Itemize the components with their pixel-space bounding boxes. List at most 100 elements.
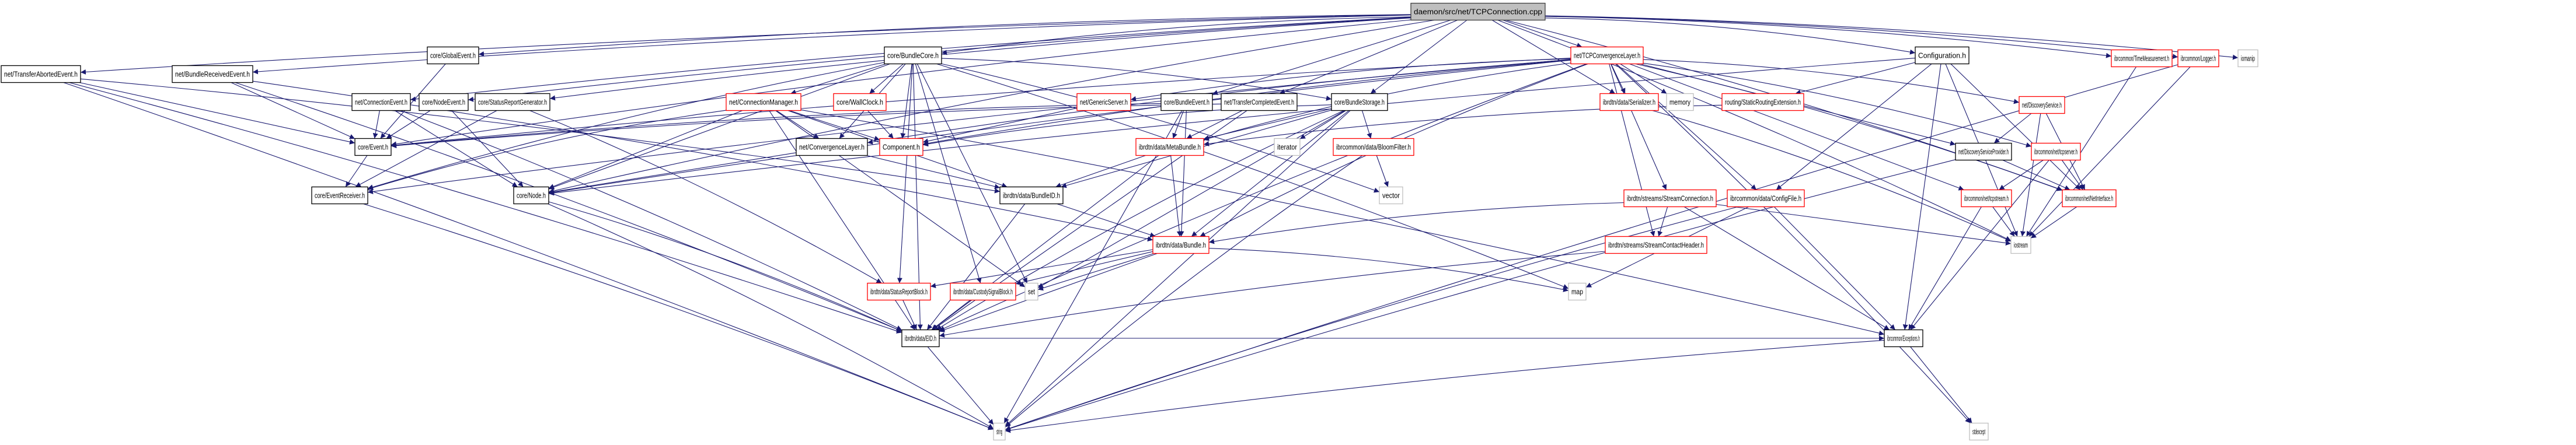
edge-bundlecore-to-wallclock xyxy=(869,64,904,94)
edge-bundlecore-to-vector xyxy=(941,63,1380,193)
edge-bundlestorage-to-set xyxy=(1037,110,1345,289)
edge-bundleevent-to-event xyxy=(391,103,1162,148)
edge-event-to-eventreceiver xyxy=(345,155,368,187)
node-box-transferaborted xyxy=(1,65,81,83)
node-discoveryservice[interactable]: net/DiscoveryService.h xyxy=(2019,96,2065,114)
edge-configuration-to-configfile xyxy=(1776,64,1932,190)
edge-bundlecore-to-statusreportblock xyxy=(897,64,913,283)
node-label-eid: ibrdtn/data/EID.h xyxy=(905,335,936,343)
node-label-map: map xyxy=(1571,288,1583,296)
edge-eid-to-string xyxy=(927,346,994,425)
node-globalevent[interactable]: core/GlobalEvent.h xyxy=(427,46,479,65)
node-label-genericserver: net/GenericServer.h xyxy=(1080,99,1128,107)
node-label-transfercompleted: net/TransferCompletedEvent.h xyxy=(1224,99,1294,107)
node-statusreportblock[interactable]: ibrdtn/data/StatusReportBlock.h xyxy=(867,282,931,301)
node-bundlereceived[interactable]: net/BundleReceivedEvent.h xyxy=(172,65,253,83)
node-transfercompleted[interactable]: net/TransferCompletedEvent.h xyxy=(1221,93,1298,111)
edge-root-to-timemeasure xyxy=(1545,16,2112,58)
edge-transfercompleted-to-metabundle xyxy=(1186,110,1243,139)
node-box-memory xyxy=(1666,93,1694,111)
node-box-logger xyxy=(2177,49,2219,68)
node-label-configuration: Configuration.h xyxy=(1918,52,1966,60)
node-metabundle[interactable]: ibrdtn/data/MetaBundle.h xyxy=(1135,138,1204,156)
node-logger[interactable]: ibrcommon/Logger.h xyxy=(2177,49,2219,68)
node-event[interactable]: core/Event.h xyxy=(354,138,392,156)
node-label-connectionmanager: net/ConnectionManager.h xyxy=(729,99,798,107)
node-configfile[interactable]: ibrcommon/data/ConfigFile.h xyxy=(1727,189,1805,208)
edge-tcpserver-to-netinterface xyxy=(2061,160,2084,190)
node-statusreportgen[interactable]: core/StatusReportGenerator.h xyxy=(475,93,550,111)
node-streamcontactheader[interactable]: ibrdtn/streams/StreamContactHeader.h xyxy=(1605,236,1707,254)
node-label-iostream: iostream xyxy=(2014,241,2028,250)
node-label-discoveryservice: net/DiscoveryService.h xyxy=(2022,101,2062,110)
node-custodysignalblock[interactable]: ibrdtn/data/CustodySignalBlock.h xyxy=(950,282,1016,301)
node-serializer[interactable]: ibrdtn/data/Serializer.h xyxy=(1599,93,1659,111)
node-tcpserver[interactable]: ibrcommon/net/tcpserver.h xyxy=(2031,142,2081,161)
node-eventreceiver[interactable]: core/EventReceiver.h xyxy=(311,186,368,205)
node-convergencelayer[interactable]: net/ConvergenceLayer.h xyxy=(796,138,868,156)
edge-discoveryservice-to-iostream xyxy=(2020,113,2041,237)
node-tcpstream[interactable]: ibrcommon/net/tcpstream.h xyxy=(1961,189,2012,208)
node-set: set xyxy=(1024,282,1038,301)
node-label-set: set xyxy=(1028,288,1035,296)
node-bundleevent[interactable]: core/BundleEvent.h xyxy=(1160,93,1213,111)
node-bundlecore[interactable]: core/BundleCore.h xyxy=(884,46,942,65)
edge-statusreportgen-to-statusreportblock xyxy=(529,110,882,283)
node-box-root xyxy=(1410,2,1546,21)
edge-bundlestorage-to-bundle xyxy=(1191,110,1350,237)
edge-bundleid-to-eid xyxy=(926,204,1026,330)
node-wallclock[interactable]: core/WallClock.h xyxy=(833,93,887,111)
edge-transferaborted-to-eid xyxy=(69,82,902,334)
node-nodeevent[interactable]: core/NodeEvent.h xyxy=(419,93,469,111)
edge-bundleid-to-bundle xyxy=(1057,203,1156,237)
node-label-bundlecore: core/BundleCore.h xyxy=(887,52,939,60)
node-bloomfilter[interactable]: ibrcommon/data/BloomFilter.h xyxy=(1333,138,1414,156)
edge-tcpcl-to-eventreceiver xyxy=(367,59,1571,194)
node-box-eventreceiver xyxy=(311,186,368,205)
edge-connectionevent-to-event xyxy=(372,110,380,139)
node-eid[interactable]: ibrdtn/data/EID.h xyxy=(901,329,940,348)
node-box-bundlecore xyxy=(884,46,942,65)
edge-bundlecore-to-custodysignalblock xyxy=(915,64,982,283)
node-node[interactable]: core/Node.h xyxy=(513,186,549,205)
edge-statusreportgen-to-eventreceiver xyxy=(355,110,497,187)
node-genericserver[interactable]: net/GenericServer.h xyxy=(1076,93,1131,111)
node-box-discoveryprovider xyxy=(1955,142,2012,161)
edge-bundlestorage-to-bloomfilter xyxy=(1361,110,1372,139)
edge-streamconnection-to-bundle xyxy=(1208,202,1625,244)
node-transferaborted[interactable]: net/TransferAbortedEvent.h xyxy=(1,65,81,83)
node-box-transfercompleted xyxy=(1221,93,1298,111)
node-bundle[interactable]: ibrdtn/data/Bundle.h xyxy=(1152,236,1209,254)
node-bundleid[interactable]: ibrdtn/data/BundleID.h xyxy=(999,186,1064,205)
node-configuration[interactable]: Configuration.h xyxy=(1915,46,1970,65)
node-discoveryprovider[interactable]: net/DiscoveryServiceProvider.h xyxy=(1955,142,2012,161)
node-exceptions[interactable]: ibrcommon/Exceptions.h xyxy=(1884,329,1923,348)
node-label-netinterface: ibrcommon/net/NetInterface.h xyxy=(2065,195,2113,203)
edge-exceptions-to-stdexcept xyxy=(1910,346,1972,423)
edge-transferaborted-to-string xyxy=(63,82,994,430)
node-box-globalevent xyxy=(427,46,479,65)
node-box-exceptions xyxy=(1884,329,1923,348)
node-bundlestorage[interactable]: core/BundleStorage.h xyxy=(1331,93,1388,111)
node-connectionevent[interactable]: net/ConnectionEvent.h xyxy=(351,93,411,111)
node-staticrouting[interactable]: routing/StaticRoutingExtension.h xyxy=(1721,93,1804,111)
node-box-bundleid xyxy=(999,186,1064,205)
edge-root-to-iomanip xyxy=(1545,15,2239,60)
node-timemeasure[interactable]: ibrcommon/TimeMeasurement.h xyxy=(2111,49,2173,68)
node-netinterface[interactable]: ibrcommon/net/NetInterface.h xyxy=(2062,189,2117,208)
node-connectionmanager[interactable]: net/ConnectionManager.h xyxy=(726,93,801,111)
node-box-string xyxy=(993,422,1006,441)
node-label-wallclock: core/WallClock.h xyxy=(836,99,883,107)
node-component[interactable]: Component.h xyxy=(879,138,923,156)
node-label-connectionevent: net/ConnectionEvent.h xyxy=(355,99,407,107)
edge-bundlestorage-to-metabundle xyxy=(1203,108,1332,141)
node-root[interactable]: daemon/src/net/TCPConnection.cpp xyxy=(1410,2,1546,21)
edge-metabundle-to-bundle xyxy=(1170,155,1182,237)
edge-connectionmanager-to-convergencelayer xyxy=(776,110,820,139)
edge-streamcontactheader-to-eid xyxy=(939,251,1606,338)
node-label-iomanip: iomanip xyxy=(2241,55,2255,63)
node-tcpcl[interactable]: net/TCPConvergenceLayer.h xyxy=(1570,46,1644,65)
node-streamconnection[interactable]: ibrdtn/streams/StreamConnection.h xyxy=(1623,189,1717,208)
node-box-netinterface xyxy=(2062,189,2117,208)
